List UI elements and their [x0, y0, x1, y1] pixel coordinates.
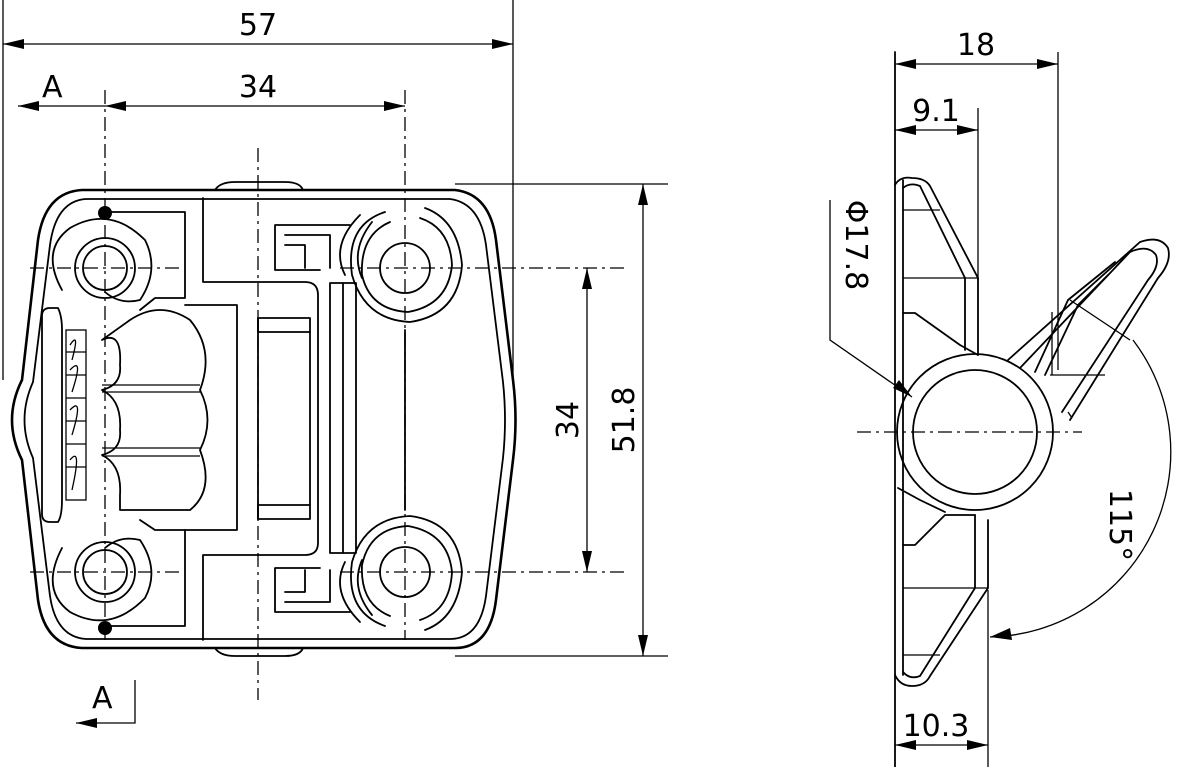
front-body-inner-outline — [23, 198, 506, 640]
knuckle-tab-top — [214, 181, 304, 191]
dim-overall-width: 57 — [3, 8, 513, 49]
marker-dot-top — [98, 206, 112, 220]
dim-tube-diameter-label: Φ17.8 — [838, 200, 873, 290]
dim-base-depth-label: 10.3 — [903, 709, 970, 744]
knuckle-tab-bottom — [214, 647, 304, 657]
dim-side-width-label: 18 — [957, 28, 995, 63]
dim-base-depth: 10.3 — [895, 590, 989, 767]
dim-overall-height: 51.8 — [607, 184, 648, 656]
hole-bottom-left — [51, 537, 153, 622]
section-marker-top: A — [42, 70, 63, 105]
dim-side-width: 18 — [895, 28, 1059, 370]
section-marker-bottom-group: A — [76, 680, 136, 728]
hole-top-right — [350, 207, 463, 323]
side-upper-leaf — [894, 176, 979, 356]
center-knuckle — [202, 197, 319, 641]
dim-hole-spacing-height: 34 — [551, 268, 592, 572]
dim-side-offset: 9.1 — [895, 94, 979, 280]
dim-angle-arc — [989, 339, 1172, 638]
dim-opening-angle: 115° — [1102, 489, 1137, 561]
dim-overall-height-label: 51.8 — [607, 387, 642, 454]
side-open-leaf — [1007, 238, 1170, 421]
dim-side-offset-label: 9.1 — [912, 94, 960, 129]
dim-hole-spacing-height-label: 34 — [551, 401, 586, 439]
section-marker-bottom: A — [92, 681, 113, 716]
marker-dot-bottom — [98, 621, 112, 635]
side-lower-leaf — [894, 519, 989, 687]
front-view — [2, 0, 668, 700]
side-view — [857, 51, 1172, 767]
hole-top-left — [51, 217, 153, 303]
left-latch-teeth — [65, 329, 87, 501]
dim-overall-width-label: 57 — [239, 8, 277, 43]
center-pin — [257, 317, 311, 333]
right-bracket-bottom — [274, 559, 373, 623]
left-latch-plate — [41, 307, 63, 523]
dim-tube-diameter: Φ17.8 — [829, 200, 913, 398]
spring-wave — [101, 309, 209, 511]
dim-opening-angle-label: 115° — [1102, 489, 1137, 561]
dim-hole-spacing-width-label: 34 — [239, 70, 277, 105]
front-body-outline — [10, 188, 517, 650]
right-bracket-top — [274, 214, 373, 279]
dim-hole-spacing-width: 34 A — [18, 70, 405, 111]
hole-bottom-right — [350, 515, 463, 631]
front-center-lines — [30, 90, 625, 700]
left-leaf-frame — [109, 211, 186, 627]
